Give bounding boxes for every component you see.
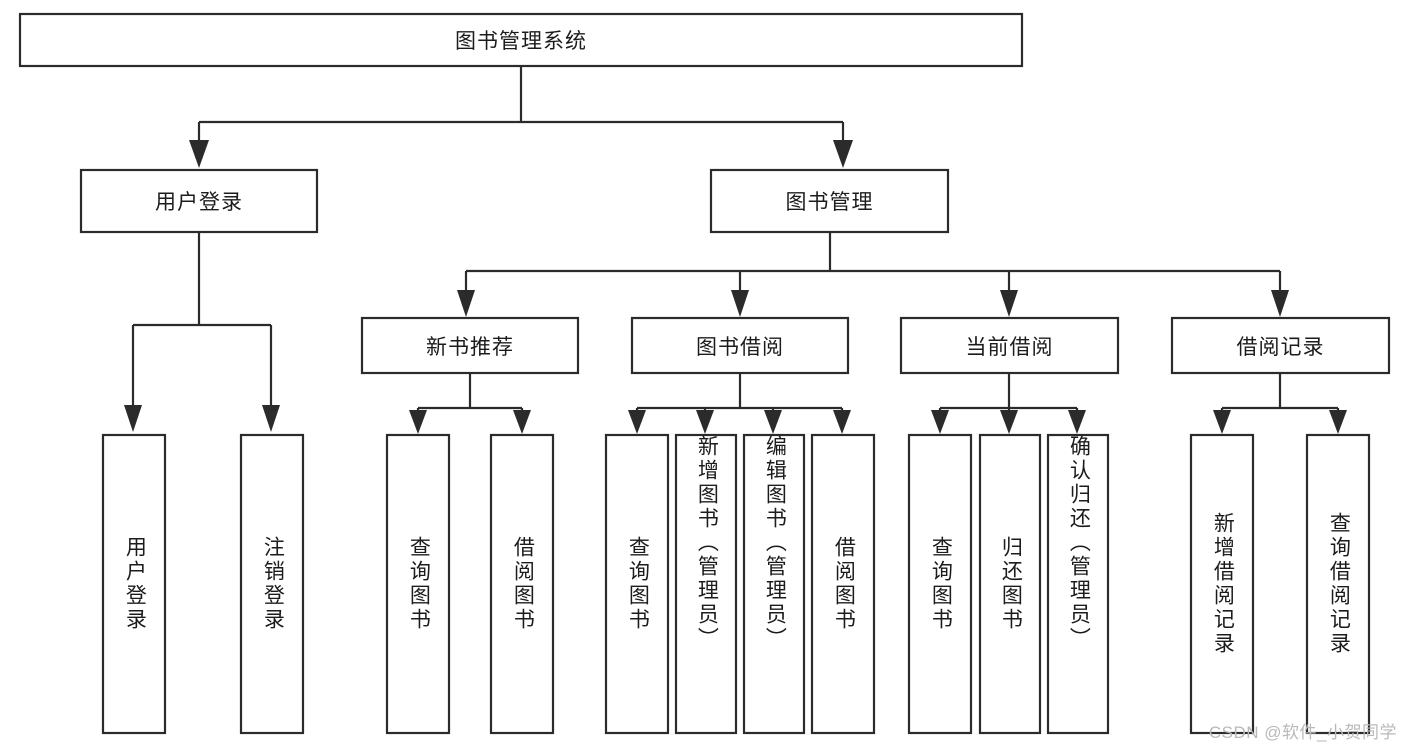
arrowhead-book-mgmt: [833, 140, 853, 168]
arrowhead-borrow-records: [1271, 290, 1289, 317]
arrowhead-user-login: [189, 140, 209, 168]
node-borrow-records-box[interactable]: [1170, 316, 1391, 375]
arrowhead-book-borrow: [731, 290, 749, 317]
arrowhead-current-borrow-leaf-3: [1068, 410, 1086, 434]
leaf-box-add-book-admin[interactable]: [674, 433, 738, 735]
leaf-box-borrow-query-book[interactable]: [604, 433, 670, 735]
leaf-box-user-login[interactable]: [101, 433, 167, 735]
leaf-box-logout[interactable]: [239, 433, 305, 735]
leaf-box-borrow-book[interactable]: [810, 433, 876, 735]
arrowhead-leaf-user-login: [124, 405, 142, 432]
arrowhead-borrow-records-leaf-2: [1329, 410, 1347, 434]
arrowhead-book-borrow-leaf-2: [696, 410, 714, 434]
arrowhead-current-borrow-leaf-1: [931, 410, 949, 434]
arrowhead-new-book-leaf-1: [409, 410, 427, 434]
leaf-box-new-query-book[interactable]: [385, 433, 451, 735]
leaf-box-edit-book-admin[interactable]: [742, 433, 806, 735]
leaf-box-return-book[interactable]: [978, 433, 1042, 735]
leaf-box-new-borrow-book[interactable]: [489, 433, 555, 735]
leaf-box-query-borrow-record[interactable]: [1305, 433, 1371, 735]
arrowhead-new-book-leaf-2: [513, 410, 531, 434]
arrowhead-borrow-records-leaf-1: [1213, 410, 1231, 434]
arrowhead-new-book-rec: [457, 290, 475, 317]
node-book-mgmt-box[interactable]: [709, 168, 950, 234]
node-current-borrow-box[interactable]: [899, 316, 1120, 375]
leaf-box-add-borrow-record[interactable]: [1189, 433, 1255, 735]
csdn-watermark: CSDN @软件_小贺同学: [1208, 723, 1397, 742]
node-root-box[interactable]: [18, 12, 1024, 68]
leaf-box-current-query-book[interactable]: [907, 433, 973, 735]
arrowhead-current-borrow: [1000, 290, 1018, 317]
arrowhead-leaf-logout: [262, 405, 280, 432]
arrowhead-book-borrow-leaf-4: [833, 410, 851, 434]
node-user-login-box[interactable]: [79, 168, 319, 234]
arrowhead-book-borrow-leaf-3: [764, 410, 782, 434]
arrowhead-current-borrow-leaf-2: [1000, 410, 1018, 434]
leaf-box-confirm-return-admin[interactable]: [1046, 433, 1110, 735]
node-new-book-rec-box[interactable]: [360, 316, 580, 375]
arrowhead-book-borrow-leaf-1: [628, 410, 646, 434]
node-book-borrow-box[interactable]: [630, 316, 850, 375]
